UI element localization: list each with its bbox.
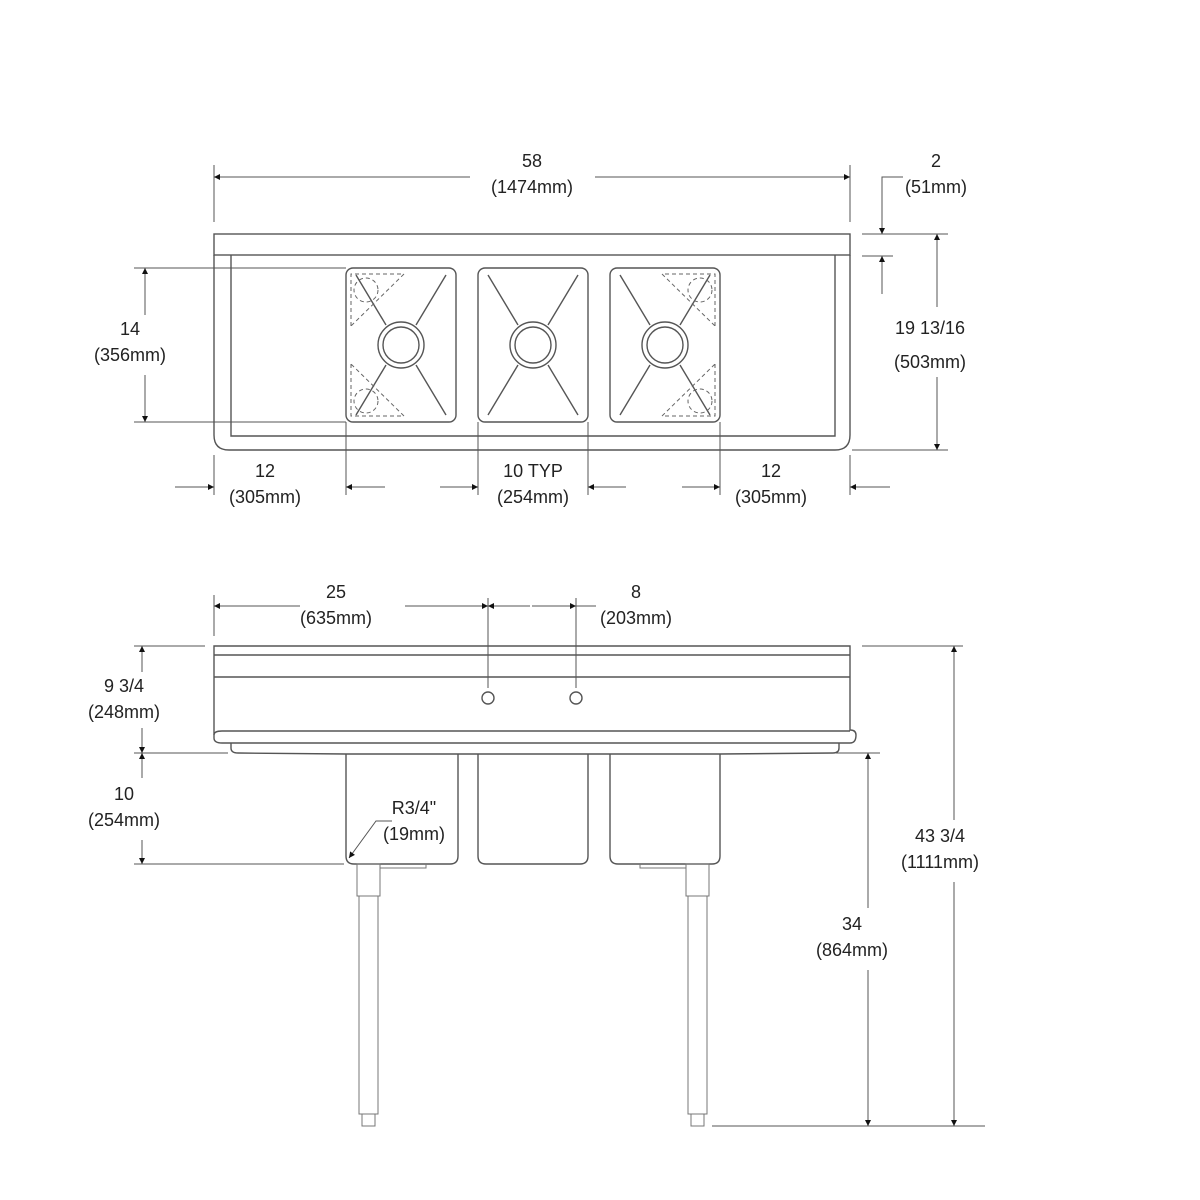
dim-overall-width: 58 (1474mm)	[491, 148, 573, 200]
backsplash-top	[213, 233, 851, 256]
drain-icon	[377, 321, 425, 369]
top-view	[134, 165, 948, 495]
dim-value: 34	[841, 914, 863, 934]
drain-icon	[641, 321, 689, 369]
dim-faucet-centers: 8 (203mm)	[600, 579, 672, 631]
dim-value: 14	[119, 319, 141, 339]
dim-value: 10 TYP	[503, 461, 563, 481]
dim-metric: (19mm)	[383, 824, 445, 844]
dim-value: 12	[760, 461, 782, 481]
dim-value: R3/4"	[391, 798, 437, 818]
dim-value: 58	[521, 151, 543, 171]
dim-metric: (203mm)	[599, 608, 673, 628]
dim-backsplash-height: 2 (51mm)	[905, 148, 967, 200]
dim-metric: (254mm)	[496, 487, 570, 507]
faucet-hole-icon	[481, 691, 495, 705]
dim-rim-height: 34 (864mm)	[816, 911, 888, 963]
dim-left-drainboard: 12 (305mm)	[229, 458, 301, 510]
bowl-left	[345, 267, 457, 423]
bowl-left-front	[345, 754, 459, 865]
dim-metric: (305mm)	[228, 487, 302, 507]
dim-value: 25	[325, 582, 347, 602]
dim-value: 12	[254, 461, 276, 481]
dim-value: 43 3/4	[914, 826, 966, 846]
dim-value: 19 13/16	[894, 318, 966, 338]
dim-metric: (305mm)	[734, 487, 808, 507]
dim-metric: (1111mm)	[900, 852, 980, 872]
bowl-center	[477, 267, 589, 423]
dim-metric: (356mm)	[93, 345, 167, 365]
dim-corner-radius: R3/4" (19mm)	[383, 795, 445, 847]
dim-overall-height: 43 3/4 (1111mm)	[901, 823, 979, 875]
dim-value: 10	[113, 784, 135, 804]
dim-metric: (1474mm)	[490, 177, 574, 197]
dim-right-drainboard: 12 (305mm)	[735, 458, 807, 510]
dim-value: 8	[630, 582, 642, 602]
dim-metric: (254mm)	[87, 810, 161, 830]
front-view	[134, 595, 985, 1127]
dim-metric: (864mm)	[815, 940, 889, 960]
dim-metric: (248mm)	[87, 702, 161, 722]
bowl-center-front	[477, 754, 589, 865]
faucet-hole-icon	[569, 691, 583, 705]
dim-faucet-offset: 25 (635mm)	[300, 579, 372, 631]
dim-value: 9 3/4	[103, 676, 145, 696]
sink-top-outline	[213, 255, 851, 451]
dim-metric: (635mm)	[299, 608, 373, 628]
drain-icon	[509, 321, 557, 369]
dim-bowl-depth: 10 (254mm)	[88, 781, 160, 833]
dim-value: 2	[930, 151, 941, 171]
sink-front-panel	[213, 645, 857, 744]
dim-overall-depth: 19 13/16 (503mm)	[894, 311, 966, 379]
dim-metric: (51mm)	[905, 177, 967, 197]
drainboard-inner-edge	[230, 255, 836, 437]
dim-bowl-front-to-back: 14 (356mm)	[94, 316, 166, 368]
bowl-right	[609, 267, 721, 423]
bowl-right-front	[609, 754, 721, 865]
leg-right	[685, 863, 710, 1127]
dim-bowl-width: 10 TYP (254mm)	[497, 458, 569, 510]
dim-backsplash-to-rim: 9 3/4 (248mm)	[88, 673, 160, 725]
leg-left	[356, 863, 381, 1127]
dim-metric: (503mm)	[893, 352, 967, 372]
